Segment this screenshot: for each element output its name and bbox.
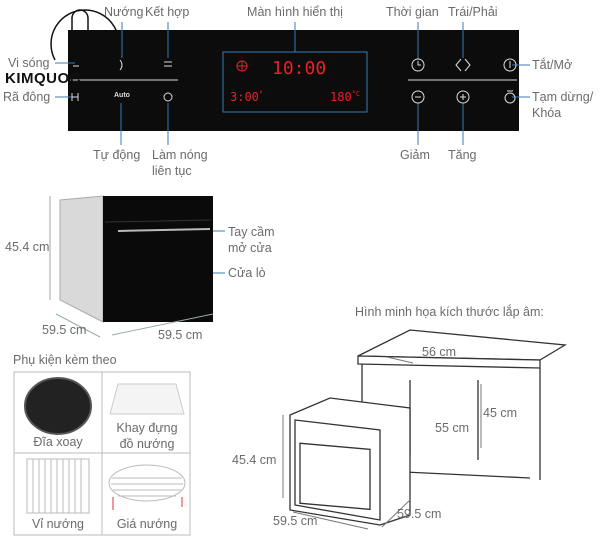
label-pause-lock-1: Tạm dừng/ — [532, 90, 594, 104]
display-temperature: 180°C — [330, 90, 361, 104]
accessories-title: Phụ kiện kèm theo — [13, 353, 117, 367]
defrost-icon[interactable] — [71, 93, 79, 101]
minus-icon[interactable] — [411, 90, 425, 104]
oven-photo — [59, 195, 213, 323]
install-oven-width-label: 59.5 cm — [273, 514, 318, 528]
grill-icon[interactable] — [119, 59, 123, 71]
clock-icon[interactable] — [411, 58, 425, 72]
grill-stand-image — [108, 464, 186, 510]
left-right-icon[interactable] — [455, 58, 471, 72]
label-defrost: Rã đông — [3, 90, 51, 104]
install-oven-height-label: 45.4 cm — [232, 453, 277, 467]
label-combo: Kết hợp — [145, 5, 190, 19]
label-left-right: Trái/Phải — [448, 5, 498, 19]
handle-label-1: Tay cầm — [228, 225, 275, 239]
baking-tray-image — [109, 383, 185, 415]
oven-depth-label: 59.5 cm — [42, 323, 87, 337]
auto-button[interactable]: Auto — [114, 92, 130, 99]
cabinet-drawing — [289, 329, 568, 526]
label-display: Màn hình hiển thị — [247, 5, 343, 19]
display-clock: 10:00 — [272, 58, 327, 79]
installation-dimension-arrows — [282, 356, 482, 530]
label-decrease: Giảm — [400, 148, 430, 162]
display-time: 3:00° — [230, 90, 264, 104]
label-auto: Tự động — [93, 148, 141, 162]
dimension-arrows — [49, 196, 214, 338]
cabinet-width-label: 56 cm — [422, 345, 457, 359]
installation-title: Hình minh họa kích thước lắp âm: — [355, 305, 544, 319]
cabinet-depth-label: 55 cm — [435, 421, 470, 435]
accessory-grill-stand: Giá nướng — [116, 517, 178, 531]
grill-rack-image — [26, 458, 90, 514]
fan-icon — [236, 60, 248, 72]
continuous-heat-icon[interactable] — [163, 92, 173, 102]
accessories-grid — [13, 371, 191, 536]
label-increase: Tăng — [448, 148, 477, 162]
cabinet-height-label: 45 cm — [483, 406, 518, 420]
watermark-text: KIMQUOC — [5, 70, 81, 87]
label-pause-lock-2: Khóa — [532, 106, 562, 120]
combo-icon[interactable] — [164, 61, 172, 67]
accessory-tray-2: đồ nướng — [119, 437, 175, 451]
label-power: Tắt/Mở — [532, 58, 573, 72]
turntable-plate-image — [24, 377, 92, 435]
label-continuous-heat-2: liên tục — [152, 164, 192, 178]
accessory-tray-1: Khay đựng — [116, 421, 178, 435]
lock-icon[interactable] — [504, 90, 516, 104]
power-icon[interactable] — [503, 58, 517, 72]
label-microwave: Vi sóng — [8, 56, 50, 70]
accessory-grill-rack: Vỉ nướng — [31, 517, 85, 531]
label-grill: Nướng — [104, 5, 144, 19]
handle-label-2: mở cửa — [228, 241, 272, 255]
install-oven-depth-label: 59.5 cm — [397, 507, 442, 521]
oven-width-label: 59.5 cm — [158, 328, 203, 342]
label-timer: Thời gian — [386, 5, 439, 19]
accessory-turntable: Đĩa xoay — [33, 435, 83, 449]
door-label: Cửa lò — [228, 266, 266, 280]
plus-icon[interactable] — [456, 90, 470, 104]
label-continuous-heat-1: Làm nóng — [152, 148, 208, 162]
oven-height-label: 45.4 cm — [5, 240, 50, 254]
